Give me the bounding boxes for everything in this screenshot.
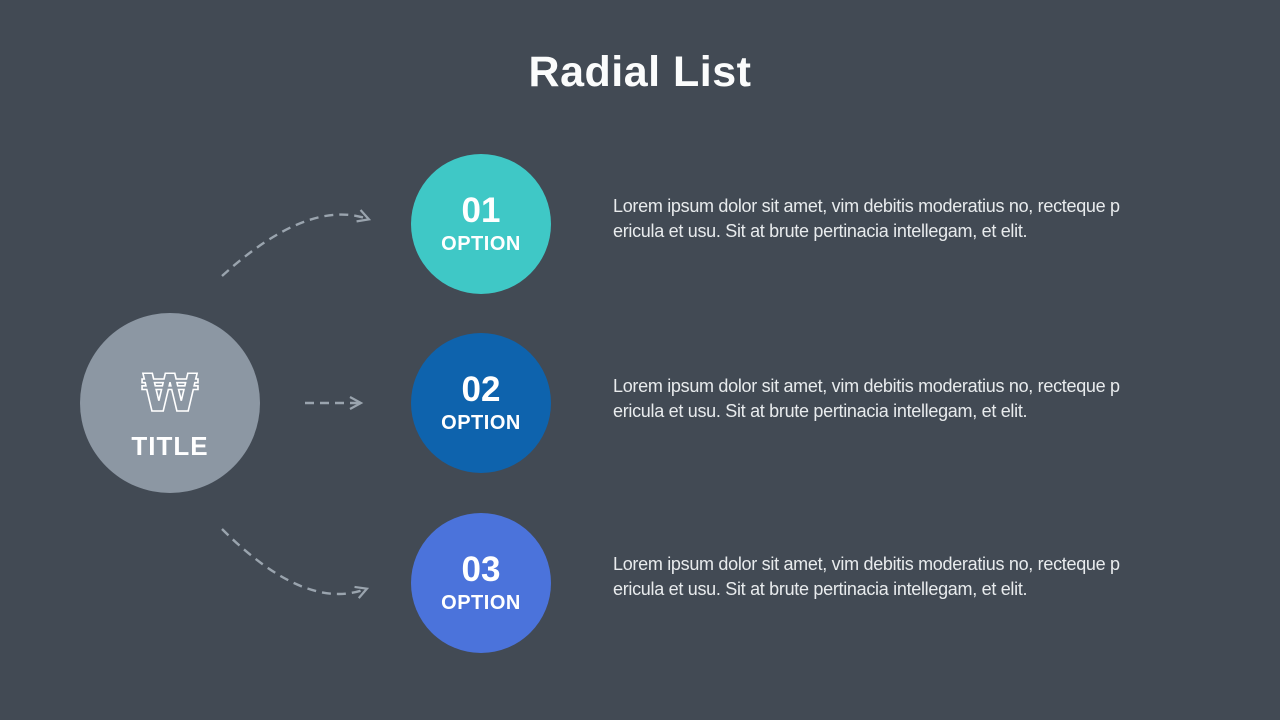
option-circle-2: 02 OPTION bbox=[411, 333, 551, 473]
connector-arrow-top bbox=[221, 209, 372, 277]
option-circle-1: 01 OPTION bbox=[411, 154, 551, 294]
option-number: 02 bbox=[461, 369, 501, 409]
option-label: OPTION bbox=[441, 233, 521, 256]
won-currency-icon: ₩ bbox=[141, 363, 200, 423]
option-label: OPTION bbox=[441, 412, 521, 435]
option-description-1: Lorem ipsum dolor sit amet, vim debitis … bbox=[613, 194, 1213, 244]
description-line: Lorem ipsum dolor sit amet, vim debitis … bbox=[613, 196, 1120, 216]
svg-text:₩: ₩ bbox=[141, 364, 198, 423]
slide-title: Radial List bbox=[528, 48, 752, 96]
hub-title: TITLE bbox=[131, 430, 209, 461]
option-label: OPTION bbox=[441, 592, 521, 615]
option-number: 03 bbox=[461, 549, 501, 589]
option-description-2: Lorem ipsum dolor sit amet, vim debitis … bbox=[613, 374, 1213, 424]
description-line: Lorem ipsum dolor sit amet, vim debitis … bbox=[613, 376, 1120, 396]
option-circle-3: 03 OPTION bbox=[411, 513, 551, 653]
option-description-3: Lorem ipsum dolor sit amet, vim debitis … bbox=[613, 552, 1213, 602]
hub-circle: ₩ TITLE bbox=[80, 313, 260, 493]
description-line: Lorem ipsum dolor sit amet, vim debitis … bbox=[613, 554, 1120, 574]
description-line: ericula et usu. Sit at brute pertinacia … bbox=[613, 401, 1028, 421]
description-line: ericula et usu. Sit at brute pertinacia … bbox=[613, 579, 1028, 599]
connector-arrow-bottom bbox=[221, 528, 370, 599]
description-line: ericula et usu. Sit at brute pertinacia … bbox=[613, 221, 1028, 241]
option-number: 01 bbox=[461, 190, 501, 230]
